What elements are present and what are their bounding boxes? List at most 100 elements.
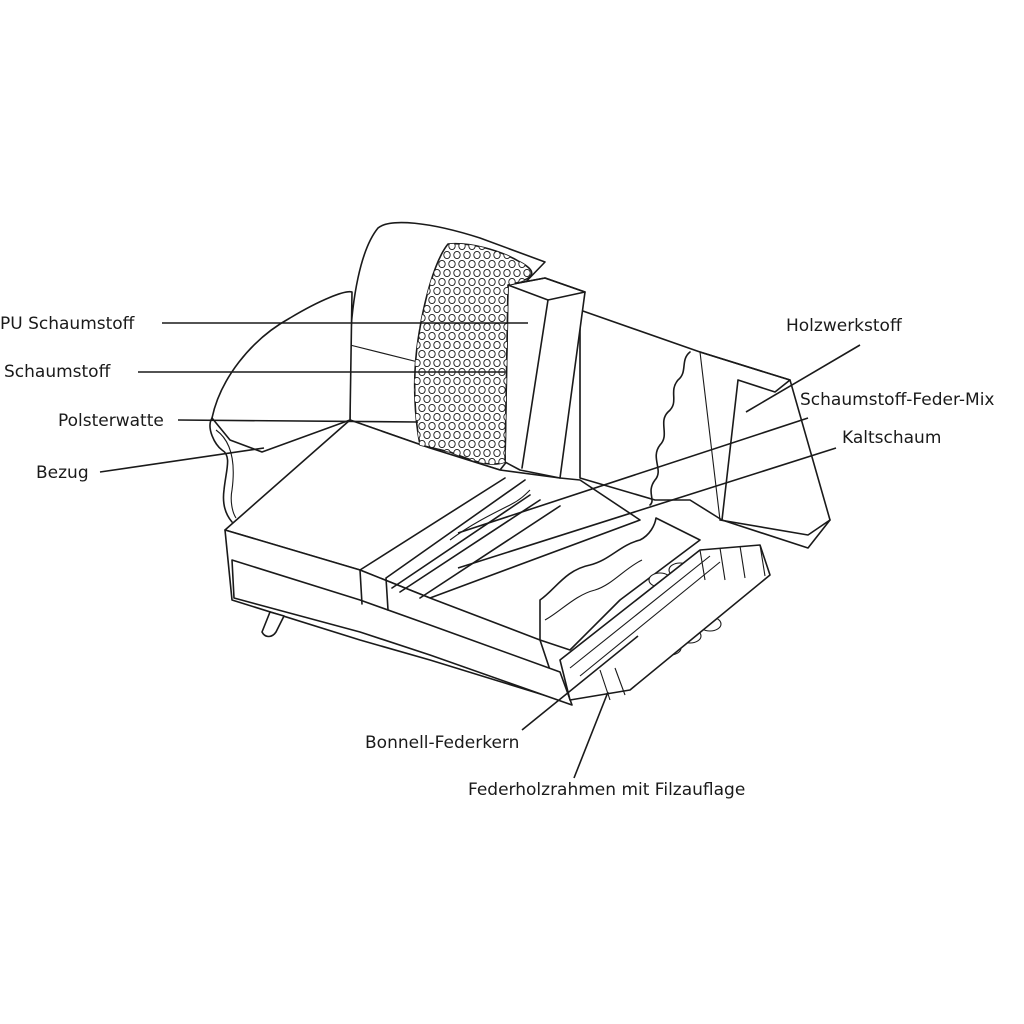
foam-dot (423, 358, 431, 368)
foam-dot (458, 403, 466, 413)
foam-dot (428, 439, 436, 449)
foam-dot (453, 412, 461, 422)
foam-dot (498, 349, 506, 359)
foam-dot (418, 331, 426, 341)
foam-dot (458, 385, 466, 395)
foam-dot (433, 394, 441, 404)
foam-dot (443, 286, 451, 296)
foam-dot (473, 394, 481, 404)
foam-dot (458, 421, 466, 431)
foam-dot (448, 295, 456, 305)
label-federholzrahmen: Federholzrahmen mit Filzauflage (468, 780, 745, 800)
foam-dot (438, 349, 446, 359)
foam-dot (423, 340, 431, 350)
foam-dot (473, 250, 481, 260)
foam-wavy-cut (539, 517, 701, 651)
foam-dot (488, 421, 496, 431)
foam-dot (453, 394, 461, 404)
foam-dot (453, 304, 461, 314)
foam-dot (493, 340, 501, 350)
foam-dot (483, 286, 491, 296)
label-polsterwatte: Polsterwatte (58, 411, 164, 431)
foam-dot (483, 448, 491, 458)
foam-dot (448, 331, 456, 341)
foam-dot (428, 385, 436, 395)
foam-dot (473, 376, 481, 386)
foam-dot (448, 259, 456, 269)
foam-dot (463, 430, 471, 440)
foam-dot (503, 268, 511, 278)
sofa-illustration (209, 221, 831, 706)
foam-dot (463, 376, 471, 386)
foam-dot (508, 259, 516, 269)
foam-dot (468, 277, 476, 287)
foam-dot (443, 304, 451, 314)
foam-dot (488, 439, 496, 449)
foam-dot (493, 394, 501, 404)
foam-dot (433, 304, 441, 314)
foam-dot (448, 277, 456, 287)
foam-dot (448, 385, 456, 395)
foam-dot (443, 250, 451, 260)
foam-dot (443, 394, 451, 404)
foam-dot (438, 331, 446, 341)
foam-dot (483, 250, 491, 260)
sofa-leg (261, 611, 285, 638)
foam-dot (498, 331, 506, 341)
foam-dot (468, 349, 476, 359)
foam-dot (493, 304, 501, 314)
foam-dot (488, 457, 496, 465)
label-holzwerkstoff: Holzwerkstoff (786, 316, 903, 336)
foam-dot (448, 421, 456, 431)
leader-bezug (99, 447, 265, 473)
foam-dot (483, 394, 491, 404)
foam-dot (453, 322, 461, 332)
foam-dot (483, 340, 491, 350)
foam-dot (473, 340, 481, 350)
foam-dot (468, 331, 476, 341)
label-pu-schaumstoff: PU Schaumstoff (0, 314, 136, 334)
foam-dot (473, 448, 481, 458)
foam-dot (448, 403, 456, 413)
foam-dot (478, 313, 486, 323)
foam-dot (498, 385, 506, 395)
foam-dot (463, 340, 471, 350)
foam-dot (458, 295, 466, 305)
foam-dot (463, 250, 471, 260)
foam-dot (493, 430, 501, 440)
armrest-bezug-edge (209, 417, 233, 523)
label-bezug: Bezug (36, 463, 89, 483)
foam-dot (468, 295, 476, 305)
foam-dot (453, 250, 461, 260)
slat-lines (569, 544, 766, 701)
backrest-inner-line (349, 344, 419, 363)
foam-dot (478, 385, 486, 395)
foam-dot (463, 304, 471, 314)
foam-dot (453, 286, 461, 296)
foam-dot (483, 430, 491, 440)
foam-dot (443, 358, 451, 368)
foam-dot (433, 376, 441, 386)
back-edge (579, 310, 721, 521)
foam-dot (443, 376, 451, 386)
foam-wavy-line (544, 559, 643, 621)
foam-dot (433, 358, 441, 368)
foam-dot (433, 412, 441, 422)
foam-dot (458, 313, 466, 323)
foam-dot (463, 322, 471, 332)
foam-dot (438, 421, 446, 431)
foam-dot (453, 268, 461, 278)
armrest-bezug-edge-2 (215, 429, 237, 519)
holzwerkstoff-board (699, 351, 831, 536)
foam-dot (433, 268, 441, 278)
foam-dot (498, 439, 506, 449)
foam-dot (428, 403, 436, 413)
foam-dot (438, 259, 446, 269)
foam-dot (478, 349, 486, 359)
foam-dot (468, 385, 476, 395)
foam-dot (473, 304, 481, 314)
leader-feder-mix (457, 417, 809, 534)
foam-dot (443, 430, 451, 440)
foam-dot (493, 412, 501, 422)
